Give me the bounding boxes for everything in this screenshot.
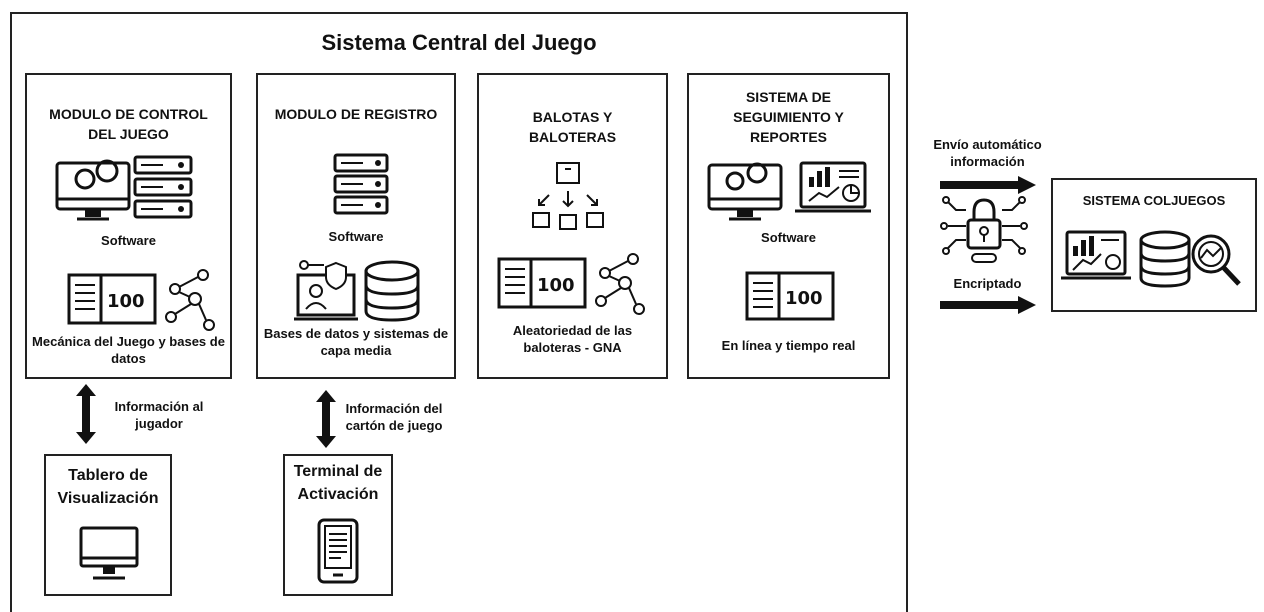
central-title: Sistema Central del Juego	[321, 30, 597, 55]
software-server-icon	[55, 155, 193, 221]
double-arrow-carton	[316, 390, 336, 448]
label-info-jugador: Información al jugador	[114, 399, 204, 431]
module-title: MODULO DE CONTROL DEL JUEGO	[49, 106, 208, 142]
sistema-coljuegos: SISTEMA COLJUEGOS	[1051, 178, 1257, 312]
module-title: BALOTAS Y BALOTERAS	[528, 109, 617, 145]
module-registro: MODULO DE REGISTRO Software Bases de dat…	[256, 73, 456, 379]
game-mechanics-icon: 100	[497, 253, 645, 315]
coljuegos-title: SISTEMA COLJUEGOS	[1082, 193, 1226, 208]
svg-text:100: 100	[785, 288, 823, 309]
module-title: MODULO DE REGISTRO	[274, 106, 438, 122]
encryption-lock-icon	[940, 196, 1028, 263]
game-mechanics-icon: 100	[67, 269, 215, 331]
module-control-juego: MODULO DE CONTROL DEL JUEGO Software 100	[25, 73, 232, 379]
caption-en-linea: En línea y tiempo real	[721, 338, 856, 353]
label-envio: Envío automático información	[933, 137, 1042, 169]
caption-mecanica: Mecánica del Juego y bases de datos	[32, 334, 225, 366]
caption-bases: Bases de datos y sistemas de capa media	[263, 326, 449, 358]
central-frame	[10, 12, 908, 612]
ball-distribution-icon	[532, 162, 604, 230]
module-title: SISTEMA DE SEGUIMIENTO Y REPORTES	[733, 89, 844, 145]
svg-text:100: 100	[107, 291, 145, 312]
tablet-icon	[317, 518, 359, 584]
caption-aleatoriedad: Aleatoriedad de las baloteras - GNA	[512, 323, 633, 355]
terminal-activacion: Terminal de Activación	[283, 454, 393, 596]
secure-user-database-icon	[294, 260, 420, 322]
online-board-icon: 100	[745, 271, 835, 321]
software-analytics-icon	[707, 161, 871, 221]
label-info-carton: Información del cartón de juego	[345, 401, 443, 433]
terminal-title: Terminal de Activación	[293, 463, 383, 503]
monitor-icon	[79, 526, 139, 580]
double-arrow-jugador	[76, 384, 96, 444]
caption-software: Software	[761, 230, 816, 245]
tablero-title: Tablero de Visualización	[57, 467, 159, 507]
label-encriptado: Encriptado	[953, 276, 1022, 291]
svg-text:100: 100	[537, 275, 575, 296]
module-seguimiento: SISTEMA DE SEGUIMIENTO Y REPORTES Softwa…	[687, 73, 890, 379]
caption-software: Software	[101, 233, 156, 248]
module-balotas: BALOTAS Y BALOTERAS 100 Aleatoriedad de …	[477, 73, 668, 379]
arrow-envio	[940, 176, 1036, 194]
server-icon	[333, 153, 389, 215]
arrow-encriptado	[940, 296, 1036, 314]
caption-software: Software	[328, 229, 384, 244]
tablero-visualizacion: Tablero de Visualización	[44, 454, 172, 596]
analytics-database-search-icon	[1061, 230, 1241, 288]
